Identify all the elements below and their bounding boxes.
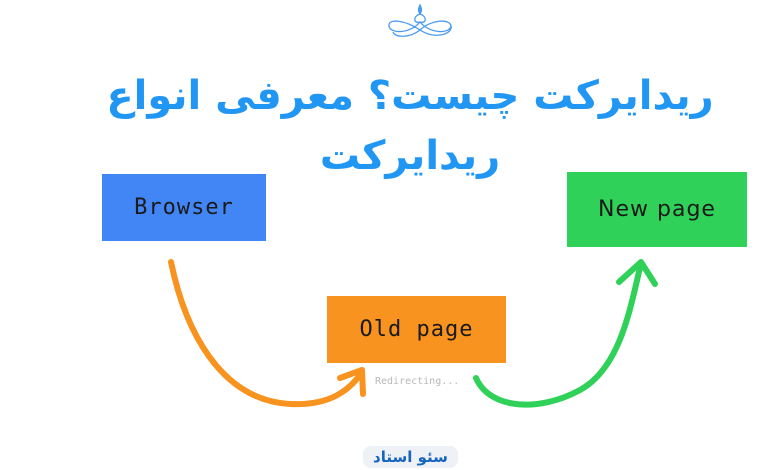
new-page-node: New page — [567, 172, 747, 247]
old-page-node: Old page — [327, 296, 506, 363]
redirecting-status: Redirecting... — [375, 376, 460, 387]
brand-badge: سئو استاد — [363, 446, 458, 468]
browser-node: Browser — [102, 174, 266, 241]
browser-label: Browser — [134, 195, 234, 220]
old-page-label: Old page — [359, 317, 474, 342]
page-title: ریدایرکت چیست؟ معرفی انواع ریدایرکت — [106, 73, 714, 179]
flourish-ornament-icon — [388, 3, 452, 37]
new-page-label: New page — [598, 197, 716, 222]
